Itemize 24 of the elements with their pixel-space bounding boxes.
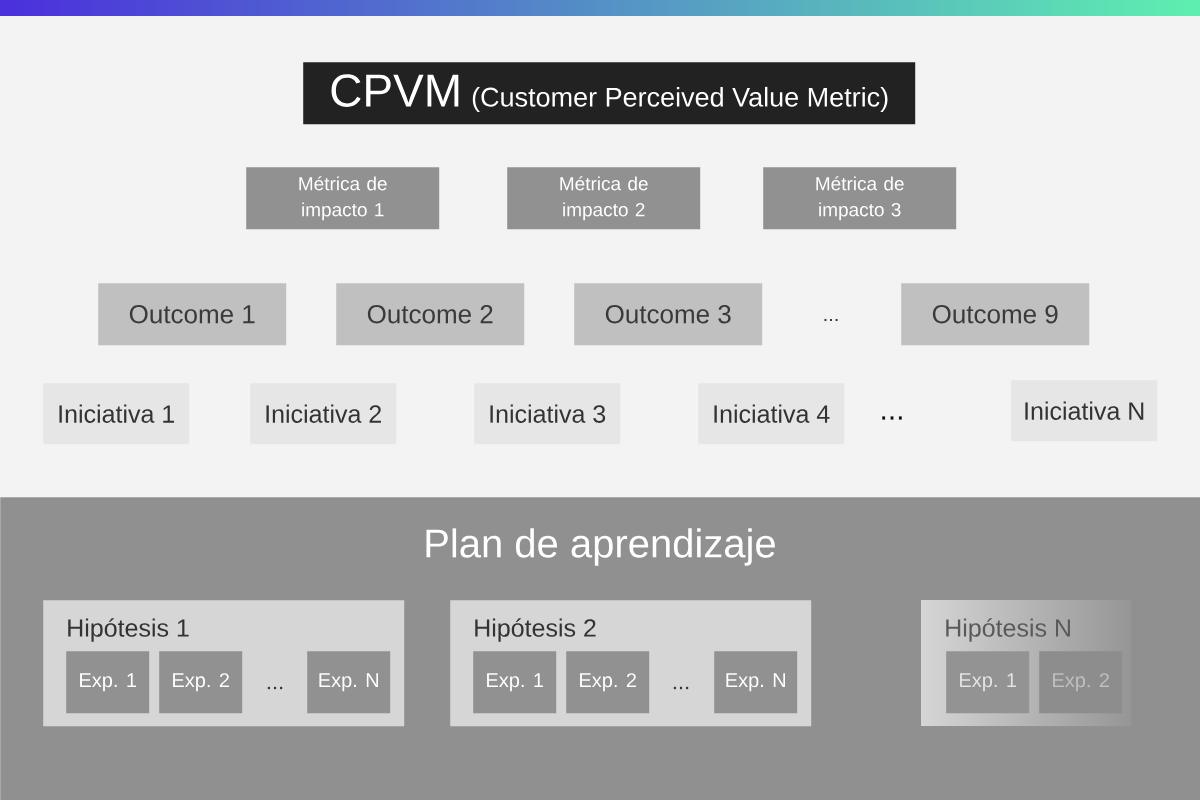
- initiative-box: Iniciativa N: [1011, 380, 1158, 442]
- metric-box: Métrica de impacto 3: [763, 167, 957, 230]
- ellipsis: ...: [882, 416, 902, 420]
- experiment-box: Exp. N: [307, 651, 391, 714]
- initiative-box: Iniciativa 2: [250, 383, 397, 445]
- title-box: CPVM (Customer Perceived Value Metric): [303, 62, 916, 125]
- initiative-box: Iniciativa 3: [474, 383, 621, 445]
- experiment-box: Exp. 1: [66, 651, 150, 714]
- metric-box: Métrica de impacto 1: [246, 167, 440, 230]
- ellipsis: ...: [824, 318, 838, 322]
- experiment-box: Exp. 1: [946, 651, 1030, 714]
- ellipsis: ...: [673, 686, 689, 690]
- outcome-box: Outcome 2: [336, 283, 525, 346]
- experiment-box: Exp. 2: [566, 651, 650, 714]
- initiative-box: Iniciativa 4: [698, 383, 845, 445]
- metric-box: Métrica de impacto 2: [507, 167, 701, 230]
- outcome-box: Outcome 9: [901, 283, 1090, 346]
- initiative-box: Iniciativa 1: [43, 383, 190, 445]
- outcome-box: Outcome 3: [574, 283, 763, 346]
- experiment-box: Exp. 2: [159, 651, 243, 714]
- experiment-box: Exp. 1: [473, 651, 557, 714]
- outcome-box: Outcome 1: [98, 283, 287, 346]
- experiment-box: Exp. N: [714, 651, 798, 714]
- ellipsis: ...: [267, 686, 283, 690]
